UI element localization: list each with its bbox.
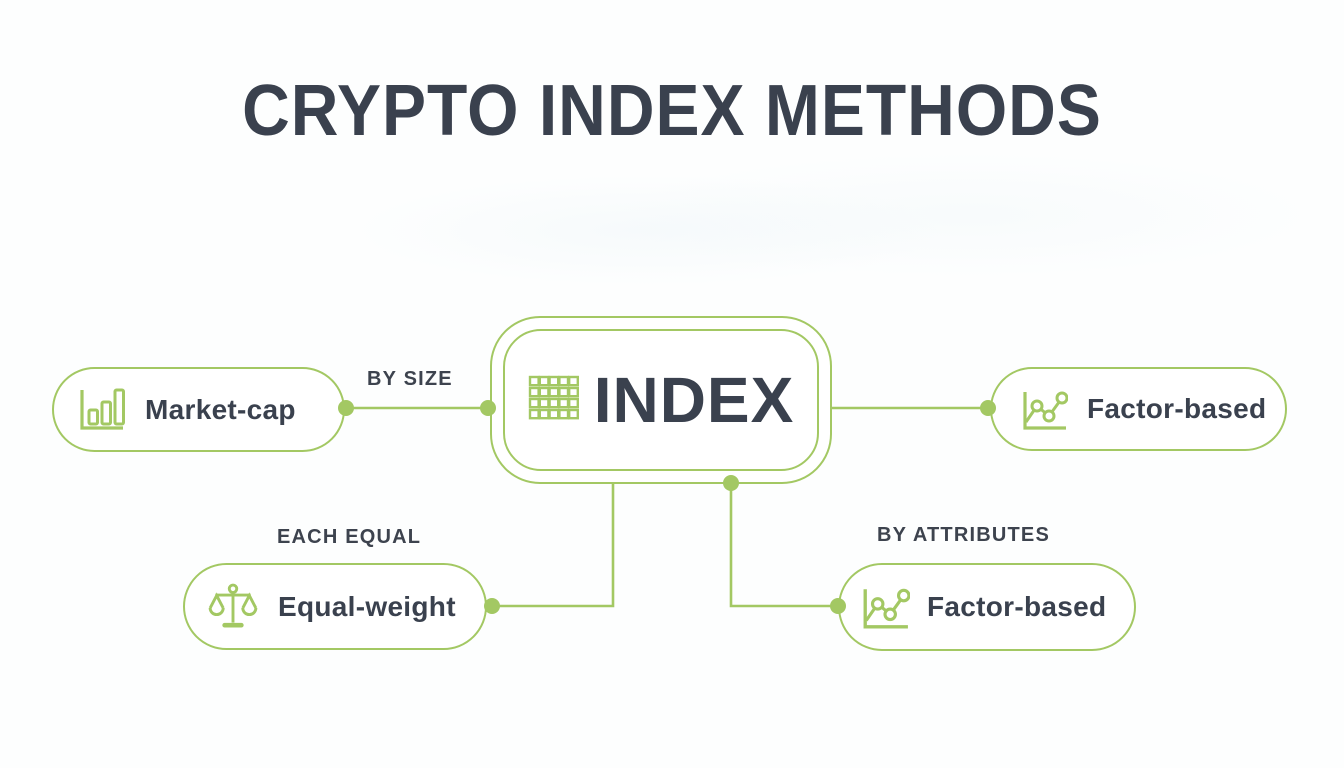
center-node-label: INDEX [593, 364, 795, 436]
grid-icon [528, 375, 580, 426]
page-title: CRYPTO INDEX METHODS [242, 69, 1102, 151]
relation-label-each-equal: EACH EQUAL [277, 526, 422, 548]
node-label: Equal-weight [278, 590, 456, 622]
balance-scale-icon [207, 581, 259, 633]
relation-label-by-attributes: BY ATTRIBUTES [877, 524, 1051, 546]
connector-factor-bottom [729, 483, 838, 608]
connector-equal-weight [492, 483, 615, 608]
node-label: Factor-based [1087, 393, 1267, 424]
node-market-cap: Market-cap [52, 367, 345, 452]
line-chart-icon [1020, 386, 1068, 432]
node-factor-based-bottom: Factor-based [838, 563, 1136, 651]
node-factor-based-right: Factor-based [990, 367, 1287, 451]
bar-chart-icon [77, 387, 125, 433]
node-equal-weight: Equal-weight [183, 563, 487, 650]
relation-label-by-size: BY SIZE [367, 368, 453, 390]
node-label: Factor-based [927, 591, 1107, 622]
center-node-inner-border: INDEX [503, 329, 819, 471]
line-chart-icon [860, 583, 910, 631]
node-label: Market-cap [145, 393, 296, 425]
center-node-index: INDEX [490, 316, 832, 484]
